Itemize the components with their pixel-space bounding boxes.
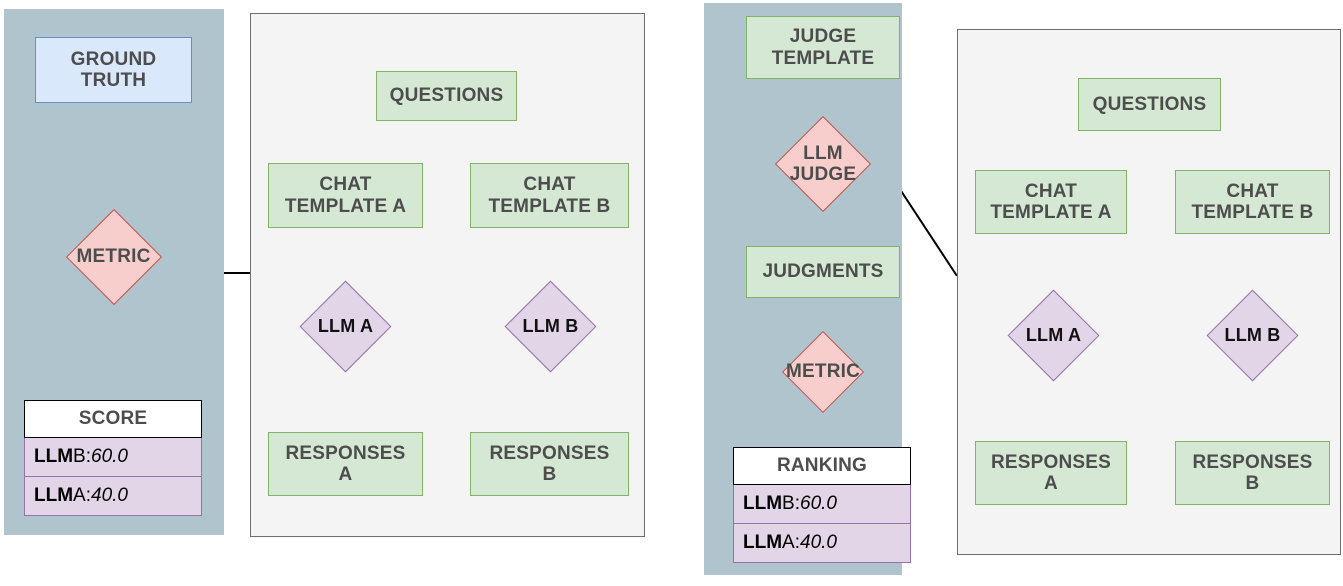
ranking-table-header: RANKING <box>733 447 911 485</box>
node-llm-a-right-label: LLM A <box>1025 324 1082 345</box>
node-ground-truth[interactable]: GROUND TRUTH <box>35 37 192 103</box>
node-llm-judge-label: LLM JUDGE <box>789 142 857 185</box>
node-chat-template-b-left[interactable]: CHAT TEMPLATE B <box>470 163 629 228</box>
node-chat-template-a-right[interactable]: CHAT TEMPLATE A <box>975 170 1127 234</box>
ranking-row-suffix: A: <box>782 532 800 553</box>
node-llm-judge[interactable]: LLM JUDGE <box>763 115 883 213</box>
ranking-row-suffix: B: <box>782 493 800 514</box>
node-judge-template[interactable]: JUDGE TEMPLATE <box>746 16 900 79</box>
ranking-table: RANKING LLM B: 60.0 LLM A: 40.0 <box>733 447 911 564</box>
node-llm-a-right[interactable]: LLM A <box>995 289 1112 381</box>
score-row-model: LLM <box>34 485 74 506</box>
ranking-row-model: LLM <box>743 532 783 553</box>
node-chat-template-a-left[interactable]: CHAT TEMPLATE A <box>268 163 423 228</box>
node-questions-left[interactable]: QUESTIONS <box>376 71 517 121</box>
node-judgments[interactable]: JUDGMENTS <box>746 246 900 298</box>
score-row-suffix: B: <box>73 446 91 467</box>
score-row-suffix: A: <box>73 485 91 506</box>
node-llm-b-left-label: LLM B <box>522 315 579 336</box>
node-llm-a-left[interactable]: LLM A <box>287 280 404 372</box>
score-row-value: 40.0 <box>91 485 128 506</box>
score-row-model: LLM <box>34 446 74 467</box>
score-row-value: 60.0 <box>91 446 128 467</box>
score-table-header: SCORE <box>24 400 202 438</box>
node-chat-template-b-right[interactable]: CHAT TEMPLATE B <box>1175 170 1330 234</box>
node-metric-right[interactable]: METRIC <box>757 330 889 414</box>
node-metric-right-label: METRIC <box>785 361 861 383</box>
node-responses-b-left[interactable]: RESPONSES B <box>470 432 629 496</box>
node-llm-b-left[interactable]: LLM B <box>492 280 609 372</box>
score-table-row: LLM A: 40.0 <box>24 477 202 516</box>
node-metric-left[interactable]: METRIC <box>45 208 182 306</box>
node-responses-a-left[interactable]: RESPONSES A <box>268 432 423 496</box>
node-llm-b-right[interactable]: LLM B <box>1194 289 1311 381</box>
ranking-row-value: 60.0 <box>800 493 837 514</box>
ranking-row-model: LLM <box>743 493 783 514</box>
ranking-row-value: 40.0 <box>800 532 837 553</box>
node-metric-left-label: METRIC <box>76 246 151 268</box>
ranking-table-row: LLM A: 40.0 <box>733 524 911 563</box>
score-table: SCORE LLM B: 60.0 LLM A: 40.0 <box>24 400 202 517</box>
score-table-row: LLM B: 60.0 <box>24 438 202 477</box>
node-llm-a-left-label: LLM A <box>317 315 374 336</box>
node-llm-b-right-label: LLM B <box>1224 324 1281 345</box>
ranking-table-row: LLM B: 60.0 <box>733 485 911 524</box>
node-responses-b-right[interactable]: RESPONSES B <box>1175 441 1330 505</box>
node-responses-a-right[interactable]: RESPONSES A <box>975 441 1127 505</box>
node-questions-right[interactable]: QUESTIONS <box>1078 78 1221 131</box>
